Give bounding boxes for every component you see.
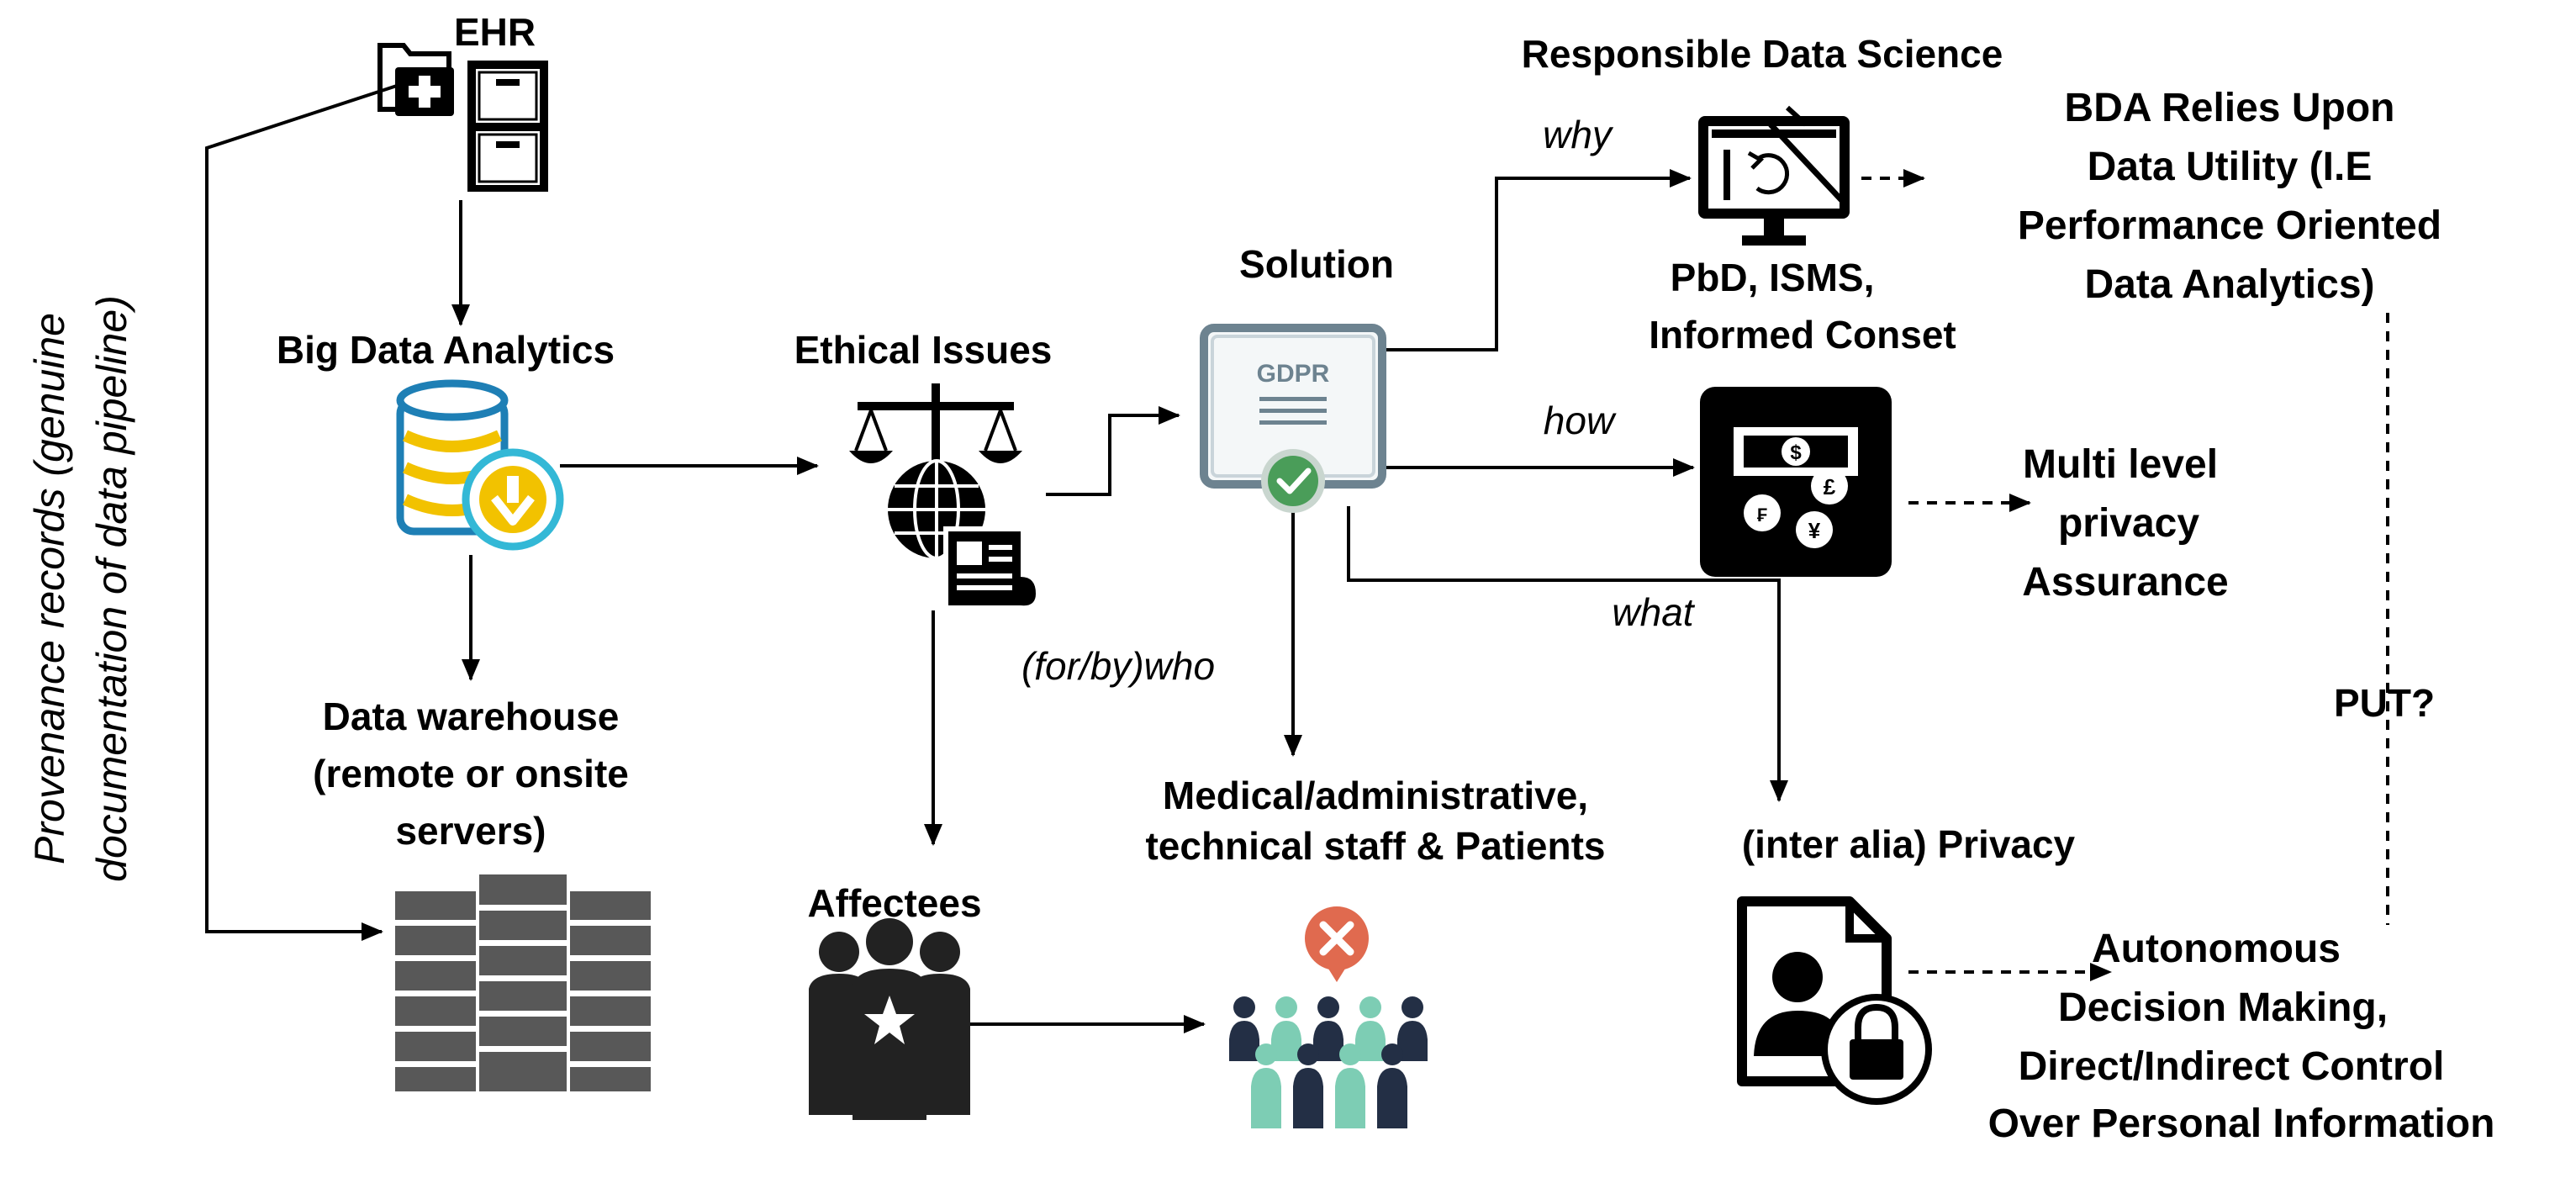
stakeholders-line-1: Medical/administrative,	[1163, 774, 1588, 817]
gdpr-document-icon: GDPR	[1200, 324, 1386, 513]
multi-line-3: Assurance	[2022, 560, 2228, 605]
edge-label-what: what	[1612, 590, 1695, 634]
node-responsible-data-science-label: Responsible Data Science	[1522, 32, 2003, 76]
provenance-line-2: documentation of data pipeline)	[88, 295, 135, 882]
node-bda-relies-label: BDA Relies Upon Data Utility (I.E Perfor…	[2018, 86, 2441, 307]
node-ehr-label: EHR	[454, 10, 536, 54]
svg-text:£: £	[1824, 474, 1836, 499]
edge-provenance-loop	[205, 82, 403, 941]
business-people-icon	[809, 918, 970, 1120]
node-privacy-label: (inter alia) Privacy	[1742, 822, 2076, 866]
node-big-data-analytics-label: Big Data Analytics	[277, 328, 615, 372]
bda-line-1: BDA Relies Upon	[2065, 86, 2395, 130]
autonomous-line-3: Direct/Indirect Control	[2019, 1044, 2445, 1089]
currency-exchange-icon: $ £ ₣ ¥	[1700, 387, 1892, 577]
node-affectees-label: Affectees	[807, 881, 981, 925]
edge-label-who: (for/by)who	[1021, 644, 1215, 688]
multi-line-1: Multi level	[2023, 442, 2218, 487]
database-download-icon	[396, 379, 564, 551]
autonomous-line-1: Autonomous	[2092, 927, 2341, 971]
warehouse-line-3: servers)	[395, 809, 546, 853]
svg-text:$: $	[1790, 441, 1802, 464]
stakeholders-line-2: technical staff & Patients	[1145, 824, 1605, 868]
node-pbd-isms-label: PbD, ISMS, Informed Conset	[1649, 256, 1956, 357]
server-rack-icon	[395, 874, 651, 1091]
node-solution-label: Solution	[1239, 242, 1394, 286]
node-data-warehouse-label: Data warehouse (remote or onsite servers…	[313, 695, 629, 853]
provenance-line-1: Provenance records (genuine	[26, 313, 73, 864]
monitor-design-icon	[1698, 105, 1850, 246]
warehouse-line-1: Data warehouse	[323, 695, 620, 738]
edge-label-why: why	[1543, 113, 1614, 156]
folder-medical-icon	[377, 43, 454, 116]
connectors	[205, 82, 2389, 1033]
pbd-line-2: Informed Conset	[1649, 313, 1956, 357]
gdpr-badge-text: GDPR	[1257, 360, 1330, 388]
bda-line-2: Data Utility (I.E	[2088, 145, 2373, 189]
svg-text:¥: ¥	[1808, 518, 1821, 543]
autonomous-line-2: Decision Making,	[2058, 985, 2388, 1030]
bda-line-3: Performance Oriented	[2018, 203, 2441, 248]
scales-globe-icon	[849, 383, 1036, 607]
people-group-rejected-icon	[1229, 906, 1428, 1128]
node-autonomous-label: Autonomous Decision Making, Direct/Indir…	[1988, 927, 2495, 1146]
edge-ethical-to-solution	[1046, 406, 1180, 496]
pbd-line-1: PbD, ISMS,	[1671, 256, 1875, 299]
locked-document-icon	[1737, 896, 1932, 1105]
svg-text:₣: ₣	[1757, 505, 1767, 526]
file-cabinet-icon	[467, 61, 548, 192]
node-stakeholders-label: Medical/administrative, technical staff …	[1145, 774, 1605, 868]
node-ethical-issues-label: Ethical Issues	[794, 328, 1053, 372]
node-multi-level-label: Multi level privacy Assurance	[2022, 442, 2228, 605]
multi-line-2: privacy	[2058, 501, 2199, 546]
warehouse-line-2: (remote or onsite	[313, 752, 629, 795]
autonomous-line-4: Over Personal Information	[1988, 1102, 2495, 1146]
edge-label-how: how	[1544, 399, 1617, 442]
node-provenance-label: Provenance records (genuine documentatio…	[26, 295, 135, 882]
bda-line-4: Data Analytics)	[2085, 262, 2375, 307]
edge-solution-what	[1347, 506, 1788, 802]
edge-solution-why	[1386, 169, 1692, 351]
node-put-label: PUT?	[2334, 681, 2435, 725]
